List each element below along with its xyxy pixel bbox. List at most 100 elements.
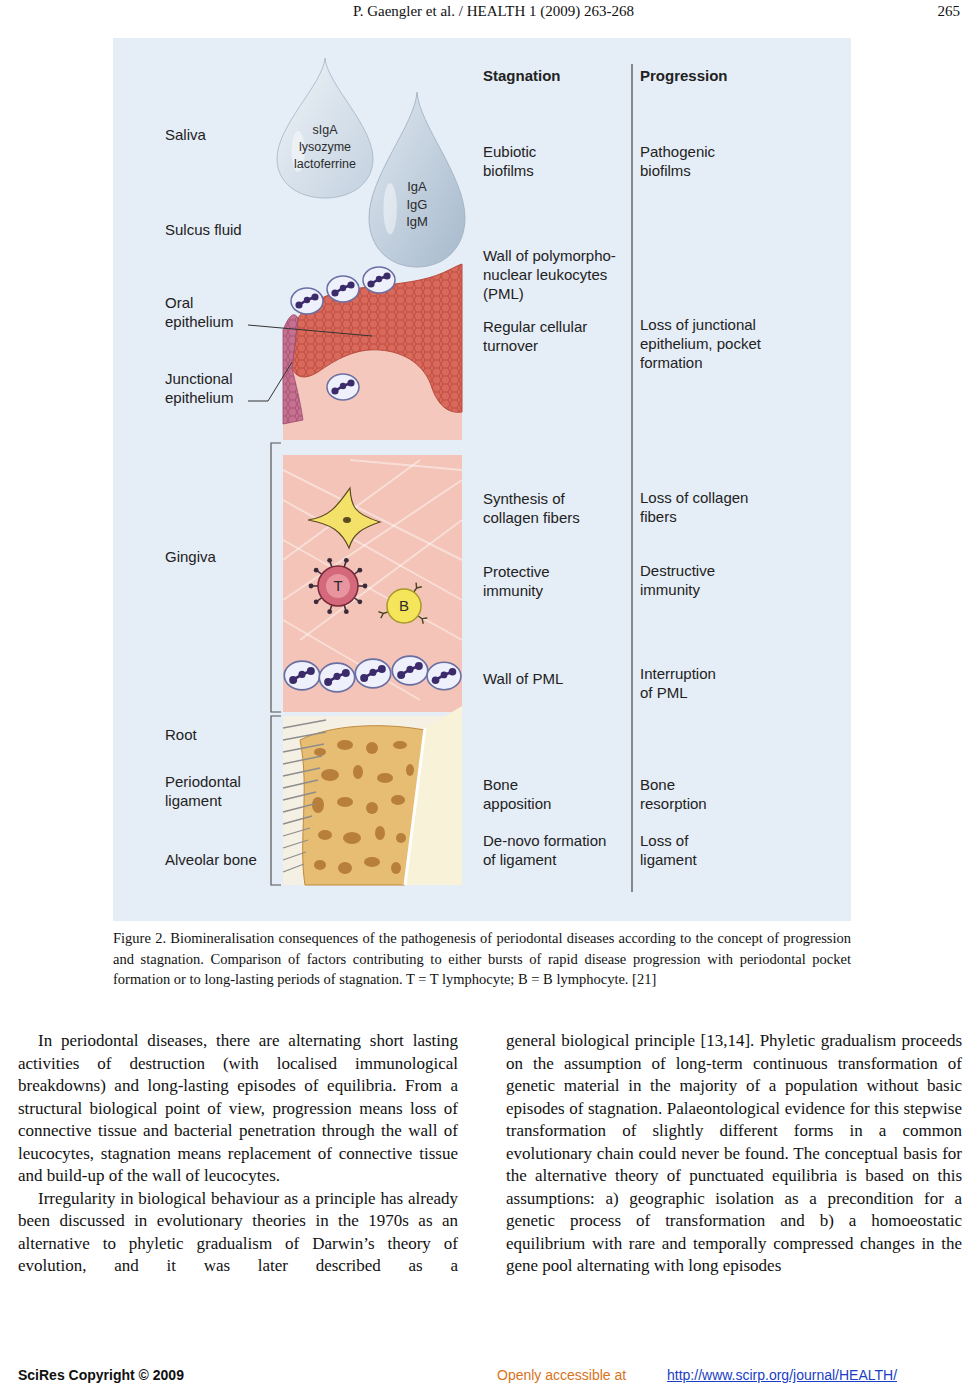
column-heading: Stagnation [483,66,613,85]
leukocyte [427,662,461,690]
root-bone-tissue [366,742,378,754]
running-header: P. Gaengler et al. / HEALTH 1 (2009) 263… [10,2,967,20]
drop-text: IgA IgG IgM [406,178,428,231]
structure-label: Saliva [165,125,265,144]
body-paragraph: general biological principle [13,14]. Ph… [506,1030,962,1278]
factor-label-text: Bone apposition [483,775,565,813]
factor-label-text: Loss of collagen fibers [640,488,760,526]
cell-body [318,566,358,606]
root-bone-tissue [283,706,462,885]
factor-label-text: Eubiotic biofilms [483,142,573,180]
bracket [271,716,281,885]
column-heading-text: Stagnation [483,66,613,85]
root-bone-tissue [318,830,332,840]
factor-label-text: Wall of PML [483,669,603,688]
epithelium-tissue [283,264,462,440]
gingiva-tissue [283,470,462,560]
factor-label: Loss of collagen fibers [640,488,760,526]
cell-letter: T [333,576,342,596]
leader-line [248,325,372,401]
factor-label: Wall of polymorpho-nuclear leukocytes (P… [483,246,643,303]
root-bone-tissue [393,741,407,749]
structure-label-text: Saliva [165,125,265,144]
gingiva-tissue [283,460,420,560]
cell-nucleus [326,574,350,598]
body-paragraph: In periodontal diseases, there are alter… [18,1030,458,1188]
factor-label: Loss of junctional epithelium, pocket fo… [640,315,775,372]
root-bone-tissue [314,860,326,870]
drop-outline [369,92,465,267]
factor-label: Interruption of PML [640,664,726,702]
root-bone-tissue [283,864,304,872]
page-number-text: 265 [900,2,960,20]
saliva-drop: sIgA lysozyme lactoferrine [277,58,373,198]
root-bone-tissue [283,768,320,776]
root-bone-tissue [375,826,385,840]
root-bone-tissue [314,748,326,756]
epithelium-tissue [292,264,462,412]
structure-label: Junctional epithelium [165,369,265,407]
body-paragraph-text: general biological principle [13,14]. Ph… [506,1030,962,1278]
factor-label: Wall of PML [483,669,603,688]
antibody-receptor [378,612,388,619]
drop-text: sIgA lysozyme lactoferrine [294,122,356,173]
figure-caption-text: Figure 2. Biomineralisation consequences… [113,928,851,990]
factor-label-text: Synthesis of collagen fibers [483,489,598,527]
root-bone-tissue [377,773,393,783]
factor-label: Bone apposition [483,775,565,813]
sulcus-fluid-drop: IgA IgG IgM [369,92,465,267]
receptor-spike [357,599,362,604]
root-bone-tissue [283,780,318,788]
figure-caption: Figure 2. Biomineralisation consequences… [113,928,851,990]
column-heading-text: Progression [640,66,780,85]
leukocyte [363,267,395,293]
root-bone-tissue [283,816,312,824]
root-bone-tissue [283,792,316,800]
root-bone-tissue [283,756,322,764]
factor-label: Pathogenic biofilms [640,142,740,180]
leader-line [248,362,292,401]
root-bone-tissue [406,764,414,776]
factor-label: Loss of ligament [640,831,712,869]
figure-panel [113,38,851,921]
leukocyte [327,374,359,400]
receptor-spike [327,609,332,614]
factor-label-text: Interruption of PML [640,664,726,702]
root-bone-tissue [366,802,378,814]
antibody-receptor [418,616,427,624]
cell-body [387,589,421,623]
root-bone-tissue [312,797,324,813]
factor-label-text: Pathogenic biofilms [640,142,740,180]
root-bone-tissue [391,862,401,874]
factor-label-text: Protective immunity [483,562,573,600]
access-footer-text: Openly accessible at [497,1367,667,1384]
leukocyte [284,656,461,692]
leukocyte [284,661,319,690]
root-bone-tissue [405,728,425,885]
structure-label: Gingiva [165,547,265,566]
factor-label-text: Loss of junctional epithelium, pocket fo… [640,315,775,372]
factor-label: Synthesis of collagen fibers [483,489,598,527]
t-lymphocyte: T [308,556,368,616]
structure-label-text: Root [165,725,265,744]
cell-letter: B [399,596,409,616]
leukocyte [327,276,359,302]
copyright-footer: SciRes Copyright © 2009 [18,1367,318,1384]
factor-label-text: Regular cellular turnover [483,317,608,355]
root-bone-tissue [283,720,326,728]
root-bone-tissue [337,797,353,807]
page-number: 265 [900,2,960,20]
structure-label: Root [165,725,265,744]
root-bone-tissue [283,852,306,860]
gingiva-tissue [283,460,462,700]
root-bone-tissue [405,706,462,885]
factor-label-text: Wall of polymorpho-nuclear leukocytes (P… [483,246,643,303]
structure-label-text: Oral epithelium [165,293,260,331]
factor-label: Eubiotic biofilms [483,142,573,180]
factor-label-text: Loss of ligament [640,831,712,869]
body-paragraph-text: In periodontal diseases, there are alter… [18,1030,458,1188]
gingiva-tissue [283,455,462,712]
root-bone-tissue [396,833,406,843]
bracket [271,443,281,712]
root-bone-tissue [364,857,380,867]
